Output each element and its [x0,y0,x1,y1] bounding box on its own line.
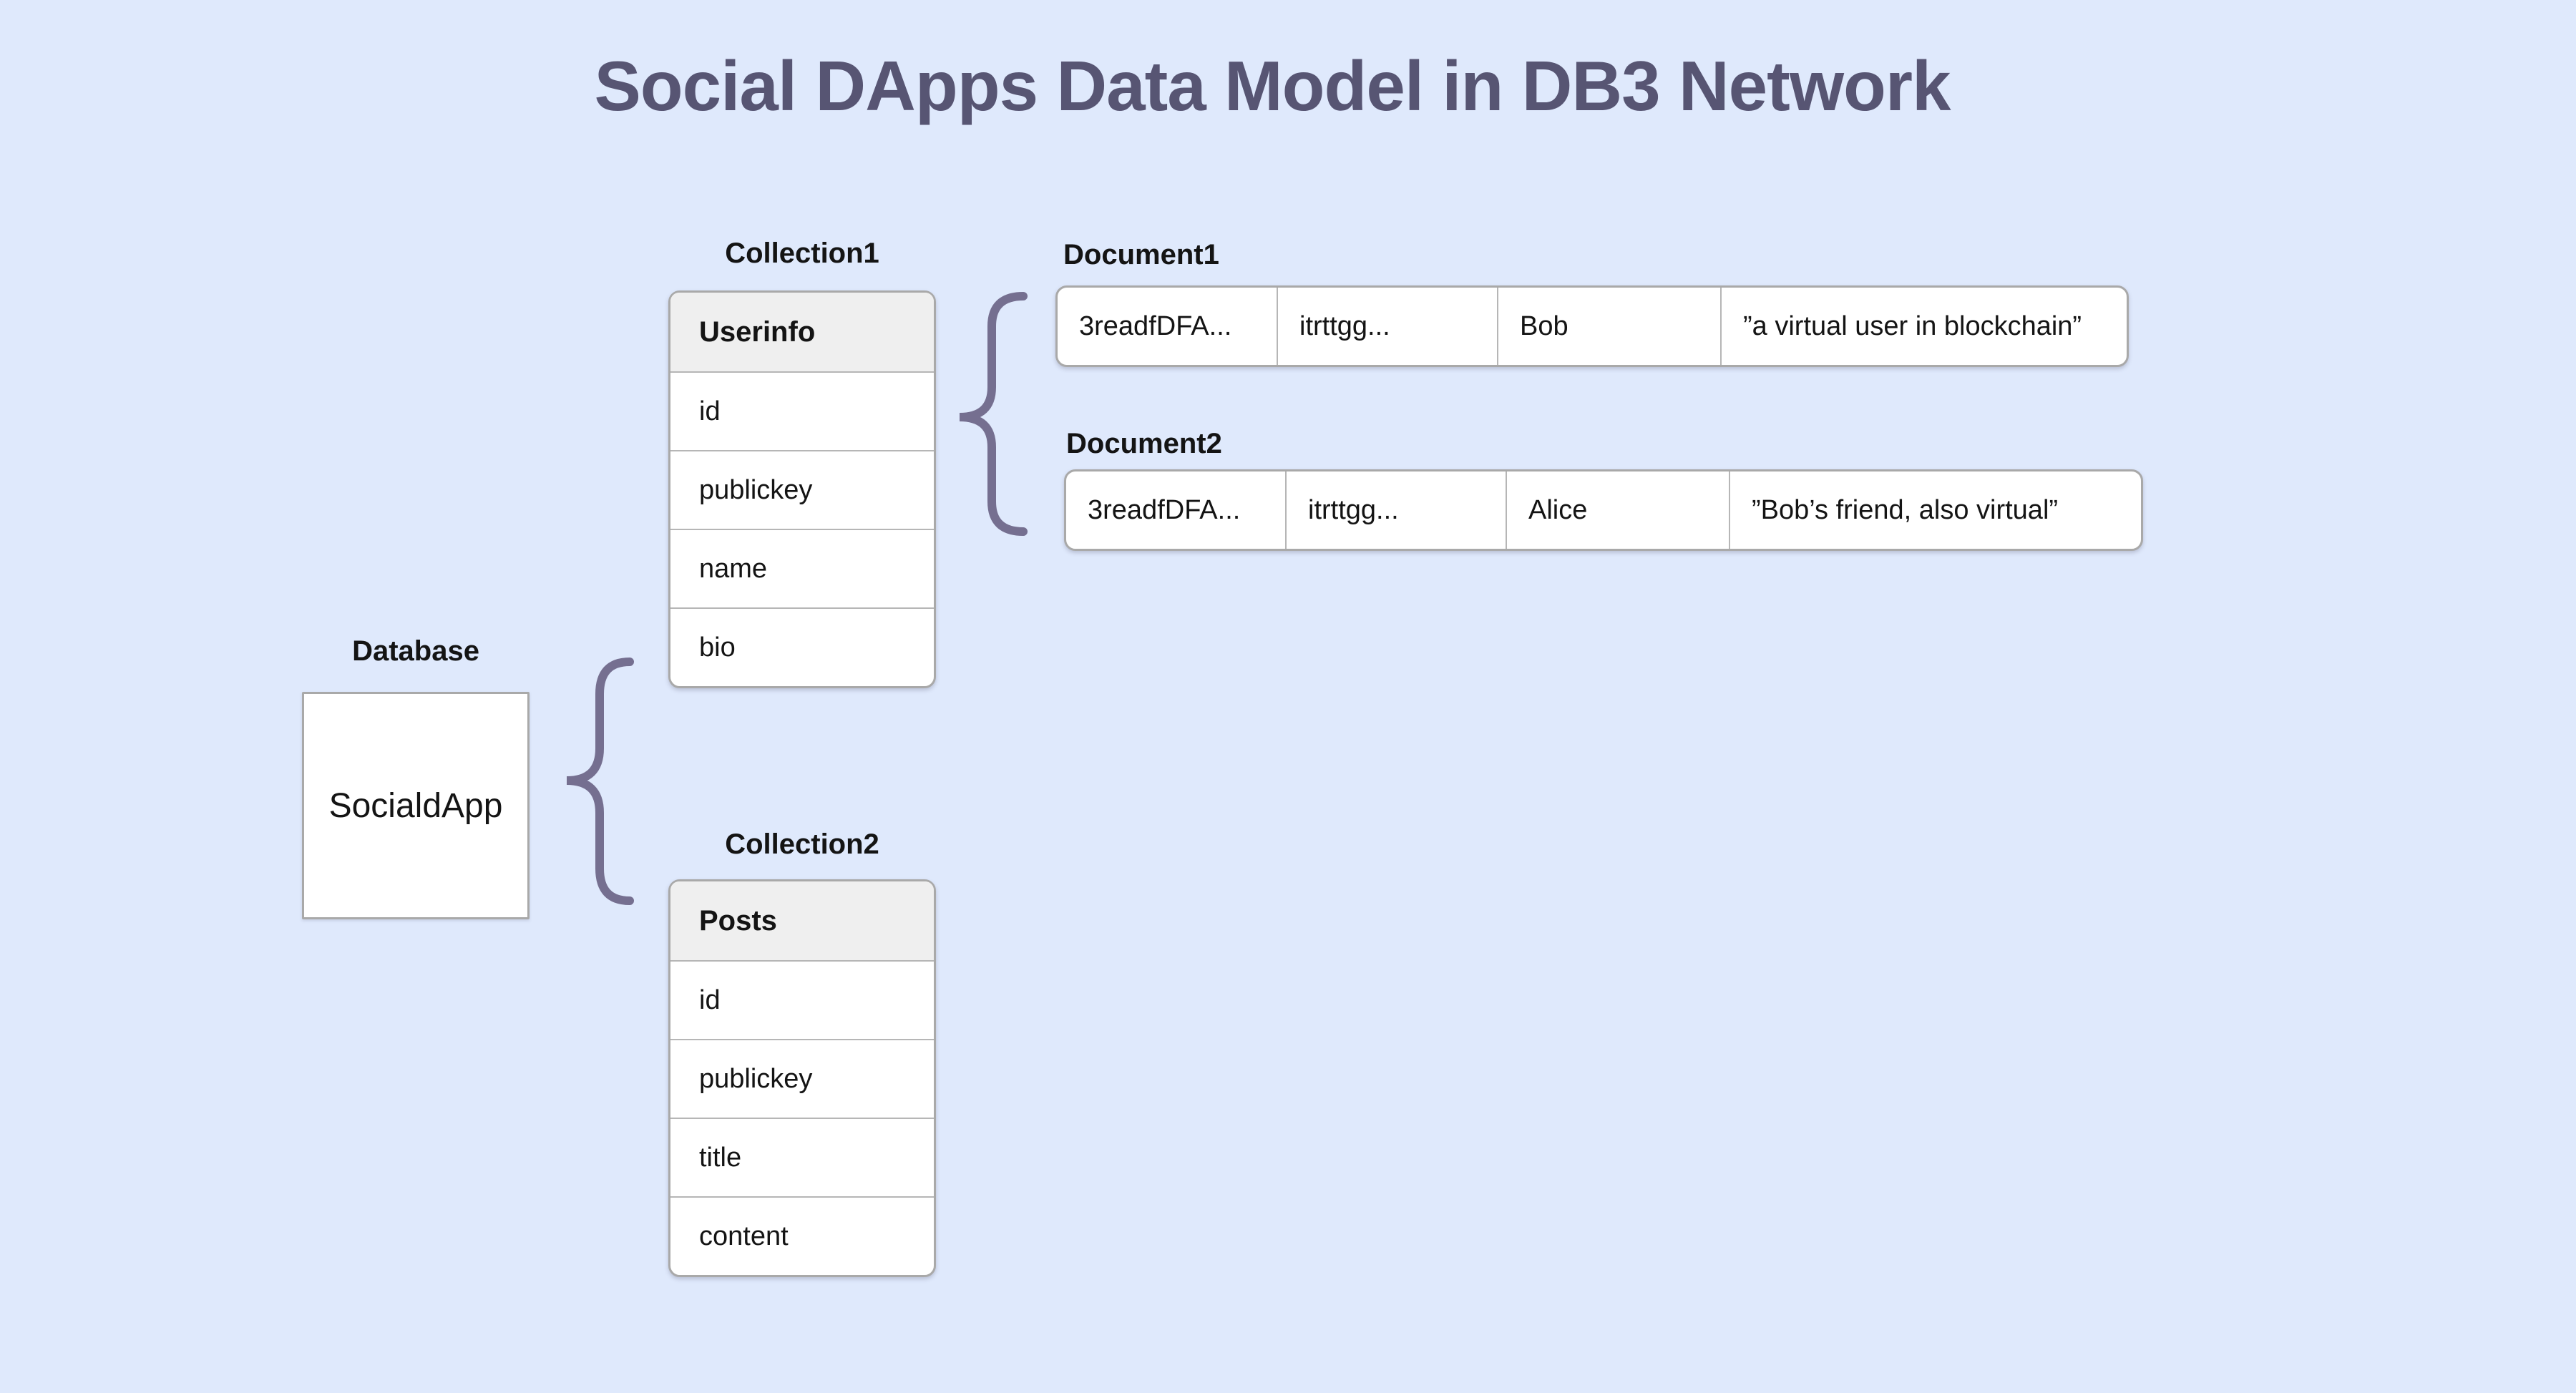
collection2-label: Collection2 [725,829,879,860]
collection2-field-row: title [670,1118,934,1196]
collection2-field-row: publickey [670,1039,934,1118]
document1-cell: ”a virtual user in blockchain” [1720,288,2127,365]
document1-cell: 3readfDFA... [1079,311,1232,341]
collection1-field-row: publickey [670,450,934,529]
document2-row: 3readfDFA... itrttgg... Alice ”Bob’s fri… [1064,469,2143,551]
collection1-field-row: id [670,371,934,450]
database-box: SocialdApp [302,692,530,919]
document2-cell: Alice [1506,471,1729,549]
collection2-header-cell: Posts [670,881,934,960]
database-label: Database [352,635,479,667]
document1-cell: Bob [1497,288,1720,365]
collection-to-documents-brace-icon [959,292,1028,536]
document1-cell: itrttgg... [1277,288,1497,365]
document1-row: 3readfDFA... itrttgg... Bob ”a virtual u… [1055,285,2129,367]
collection2-field-row: content [670,1196,934,1275]
collection1-label: Collection1 [725,238,879,269]
document2-cell: 3readfDFA... [1088,494,1241,525]
collection2-field-row: id [670,960,934,1039]
collection1-table: Userinfo id publickey name bio [668,290,936,688]
collection1-field-row: name [670,529,934,607]
document1-label: Document1 [1063,239,1219,270]
document2-label: Document2 [1066,428,1222,459]
collection2-table: Posts id publickey title content [668,879,936,1277]
document2-cell: itrttgg... [1285,471,1506,549]
database-to-collections-brace-icon [566,658,634,905]
collection1-header-cell: Userinfo [670,293,934,371]
database-name: SocialdApp [328,786,503,825]
page-title: Social DApps Data Model in DB3 Network [594,47,1951,125]
document2-cell: ”Bob’s friend, also virtual” [1729,471,2141,549]
collection1-field-row: bio [670,607,934,686]
